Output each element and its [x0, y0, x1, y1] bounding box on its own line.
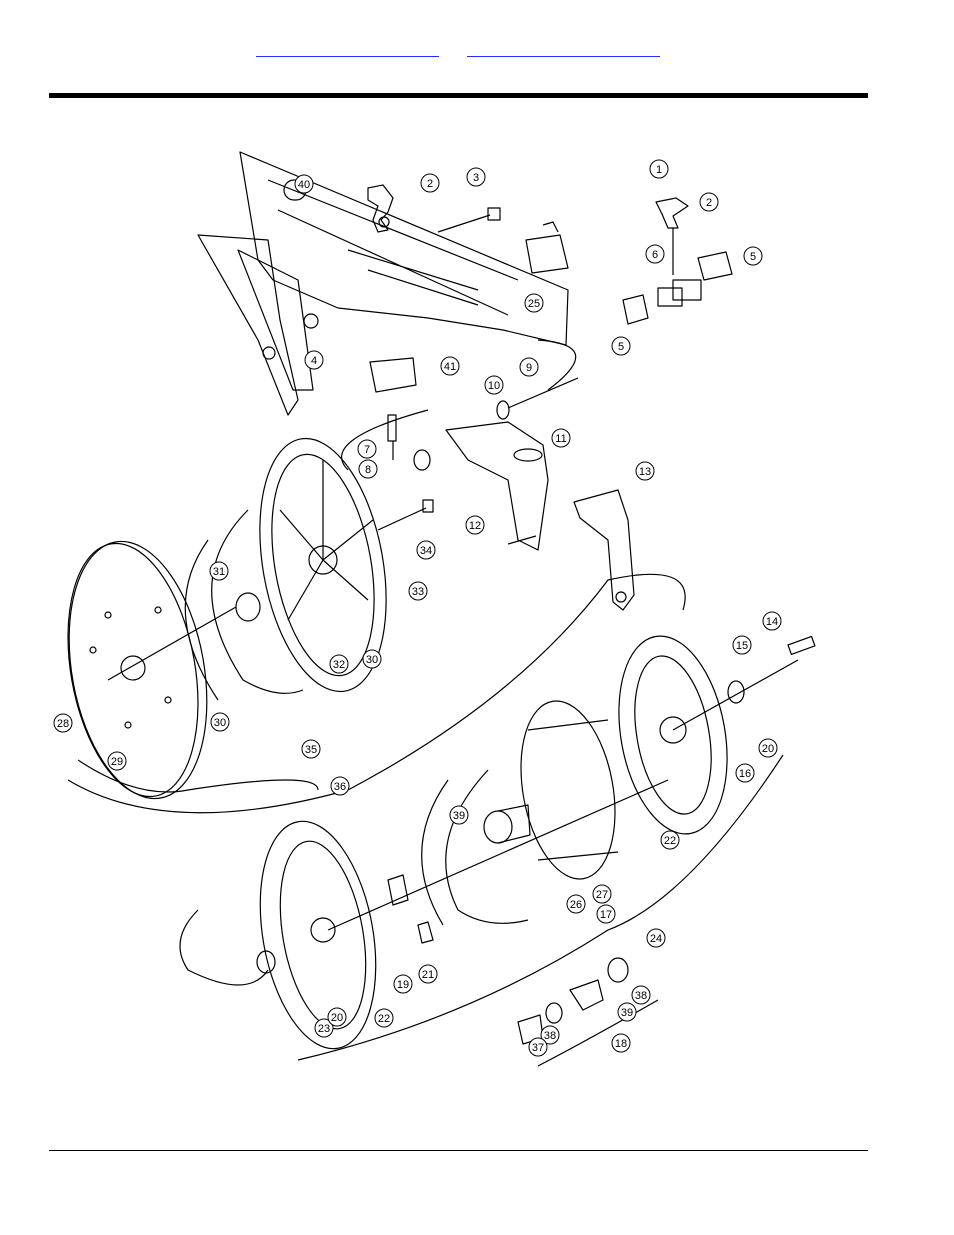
- callout-label-c12: 12: [469, 520, 481, 532]
- callout-label-c33: 33: [412, 586, 424, 598]
- top-links: [0, 40, 954, 60]
- callout-label-c30b: 30: [214, 717, 226, 729]
- callout-label-c25: 25: [528, 298, 540, 310]
- callout-label-c22b: 22: [378, 1013, 390, 1025]
- callout-label-c10: 10: [488, 380, 500, 392]
- callout-label-c13: 13: [639, 466, 651, 478]
- callout-label-c31: 31: [213, 566, 225, 578]
- callout-label-c24: 24: [650, 933, 662, 945]
- callout-label-c20a: 20: [762, 743, 774, 755]
- callout-label-c28: 28: [57, 718, 69, 730]
- callout-label-c1: 1: [656, 164, 662, 176]
- callout-label-c9: 9: [526, 362, 532, 374]
- callout-label-c8: 8: [365, 464, 371, 476]
- callout-label-c4: 4: [311, 355, 317, 367]
- callout-label-c20b: 20: [331, 1012, 343, 1024]
- callout-label-c38a: 38: [635, 990, 647, 1002]
- callout-label-c37: 37: [532, 1042, 544, 1054]
- callout-label-c19: 19: [397, 979, 409, 991]
- header-rule: [49, 93, 868, 98]
- callout-label-c6: 6: [652, 249, 658, 261]
- callout-label-c30a: 30: [366, 654, 378, 666]
- callout-label-c15: 15: [736, 640, 748, 652]
- callout-label-c18: 18: [615, 1038, 627, 1050]
- footer-rule: [49, 1150, 868, 1151]
- callout-label-c11: 11: [555, 433, 566, 445]
- callout-label-c5b: 5: [618, 341, 624, 353]
- callout-label-c22a: 22: [664, 835, 676, 847]
- callout-label-c38b: 38: [544, 1030, 556, 1042]
- callout-label-c39a: 39: [453, 810, 465, 822]
- callout-label-c21: 21: [422, 969, 434, 981]
- callout-label-c27: 27: [596, 889, 608, 901]
- callout-label-c17: 17: [600, 909, 612, 921]
- callout-label-c3: 3: [473, 172, 479, 184]
- callout-label-c36: 36: [334, 781, 346, 793]
- header-link-right[interactable]: [467, 40, 660, 57]
- callout-label-c34: 34: [420, 545, 432, 557]
- callout-label-c35: 35: [305, 744, 317, 756]
- callout-label-c39b: 39: [621, 1007, 633, 1019]
- header-link-left[interactable]: [256, 40, 439, 57]
- callout-label-c16: 16: [739, 768, 751, 780]
- callout-label-c32: 32: [333, 659, 345, 671]
- callout-label-c2a: 2: [427, 178, 433, 190]
- callout-label-c41: 41: [444, 361, 456, 373]
- callout-label-c14: 14: [766, 616, 778, 628]
- callout-label-c29: 29: [111, 756, 123, 768]
- callout-label-c7: 7: [364, 444, 370, 456]
- callout-label-c23: 23: [318, 1023, 330, 1035]
- callout-label-c5a: 5: [750, 251, 756, 263]
- callout-label-c26: 26: [570, 899, 582, 911]
- callout-label-c2b: 2: [706, 197, 712, 209]
- callout-label-c40: 40: [298, 179, 310, 191]
